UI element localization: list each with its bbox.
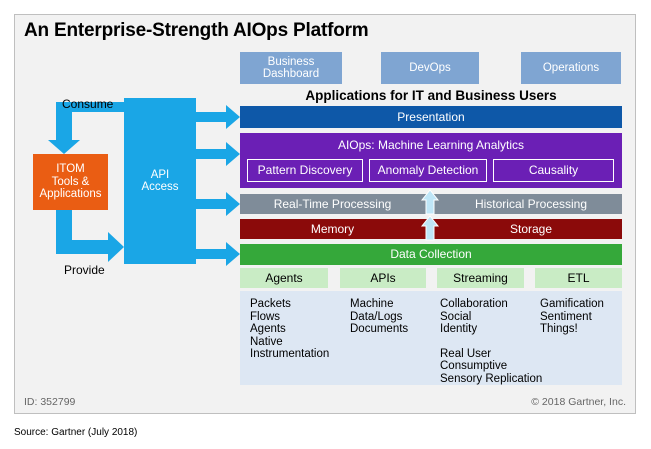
presentation-layer: Presentation — [240, 106, 622, 128]
data-source-item: Documents — [350, 323, 409, 335]
data-source-item: Sentiment — [540, 310, 592, 323]
method-streaming: Streaming — [437, 268, 524, 288]
pattern-discovery-box: Pattern Discovery — [247, 159, 363, 182]
copyright: © 2018 Gartner, Inc. — [531, 396, 626, 408]
data-sources-panel — [240, 291, 622, 385]
method-agents: Agents — [240, 268, 328, 288]
data-source-item: Real User — [440, 347, 492, 360]
data-source-item: Things! — [540, 323, 578, 335]
consume-label: Consume — [62, 97, 114, 111]
data-source-item: Consumptive — [440, 360, 508, 372]
storage-label: Storage — [509, 221, 553, 236]
data-source-item: Sensory Replication — [440, 372, 543, 385]
data-source-item: Gamification — [540, 298, 604, 310]
data-source-item: Identity — [440, 323, 478, 335]
data-source-item: Agents — [250, 323, 286, 335]
tile-devops: DevOps — [381, 52, 479, 84]
data-source-item: Data/Logs — [350, 310, 403, 323]
tile-operations: Operations — [521, 52, 621, 84]
data-source-item: Packets — [250, 298, 291, 310]
causality-box: Causality — [493, 159, 614, 182]
up-arrows-icon — [420, 189, 440, 241]
aiops-layer-title: AIOps: Machine Learning Analytics — [337, 137, 525, 152]
data-source-item: Instrumentation — [250, 348, 330, 360]
document-id: ID: 352799 — [24, 396, 76, 408]
data-source-item: Flows — [250, 310, 281, 323]
data-source-item: Native — [250, 335, 283, 348]
method-apis: APIs — [340, 268, 426, 288]
anomaly-detection-box: Anomaly Detection — [369, 159, 487, 182]
applications-heading: Applications for IT and Business Users — [305, 88, 557, 103]
spacer — [440, 336, 542, 348]
provide-label: Provide — [64, 263, 105, 277]
source-note: Source: Gartner (July 2018) — [14, 427, 138, 438]
memory-label: Memory — [310, 221, 355, 236]
data-collection-layer: Data Collection — [240, 244, 622, 265]
realtime-processing-label: Real-Time Processing — [273, 196, 392, 211]
data-source-item: Collaboration — [440, 298, 508, 310]
data-source-item: Machine — [350, 298, 394, 310]
method-etl: ETL — [535, 268, 622, 288]
data-source-item: Social — [440, 310, 472, 323]
aiops-layer: AIOps: Machine Learning Analytics Patter… — [240, 133, 622, 188]
historical-processing-label: Historical Processing — [474, 196, 588, 211]
page-title: An Enterprise-Strength AIOps Platform — [24, 20, 369, 41]
